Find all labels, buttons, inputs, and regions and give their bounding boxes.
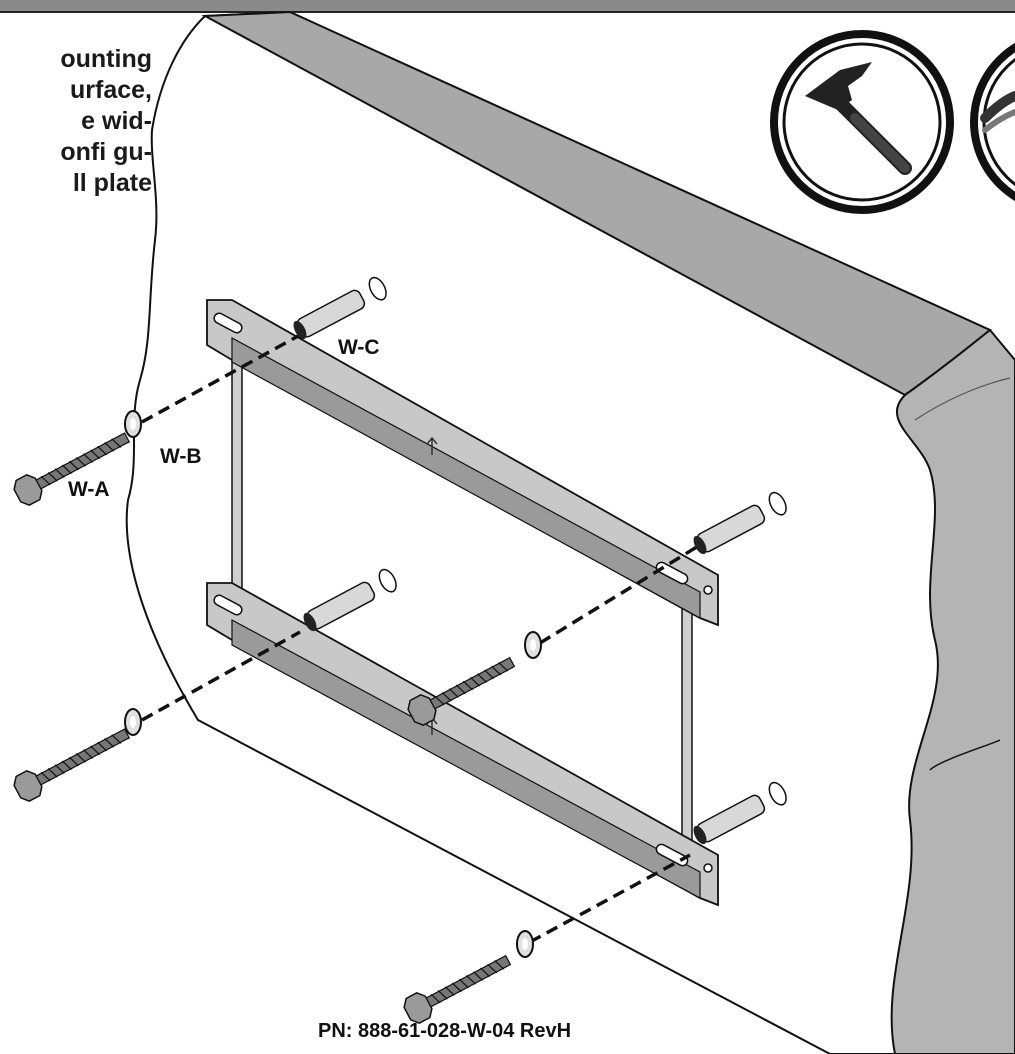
alignment-lines bbox=[141, 333, 701, 944]
label-wb: W-B bbox=[160, 445, 202, 468]
instruction-line: ll plate bbox=[72, 169, 152, 197]
anchors bbox=[293, 276, 787, 845]
wall-side-edge bbox=[890, 328, 1015, 1054]
instruction-line: ounting bbox=[60, 45, 152, 73]
label-wc: W-C bbox=[338, 336, 380, 359]
instruction-text: ounting urface, e wid- onfi gu- ll plate bbox=[0, 44, 152, 199]
instruction-line: urface, bbox=[70, 76, 152, 104]
label-wa: W-A bbox=[68, 478, 110, 501]
wall-plate bbox=[206, 299, 719, 907]
lag-screws bbox=[13, 432, 516, 1025]
part-number: PN: 888-61-028-W-04 RevH bbox=[318, 1020, 572, 1042]
drill-bit-icon bbox=[970, 42, 1015, 202]
top-border bbox=[0, 0, 1015, 12]
instruction-line: e wid- bbox=[81, 107, 152, 135]
instruction-line: onfi gu- bbox=[60, 138, 152, 166]
hammer-icon bbox=[770, 30, 954, 214]
